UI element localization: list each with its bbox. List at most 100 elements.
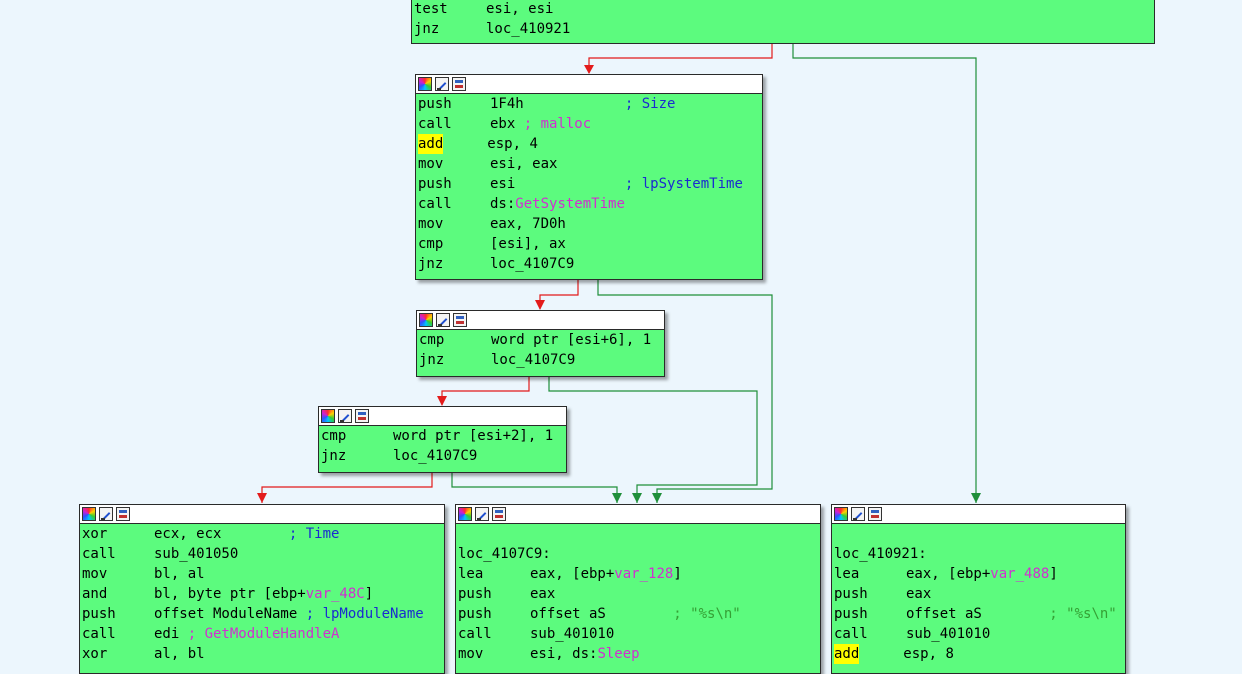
- mnemonic: push: [418, 96, 452, 112]
- blank-line: [458, 524, 820, 544]
- mnemonic: lea: [458, 566, 484, 582]
- rename-icon[interactable]: [338, 409, 352, 423]
- code-label-line: loc_410921:: [834, 544, 1125, 564]
- mnemonic: call: [82, 546, 116, 562]
- code-label: loc_410921:: [834, 546, 927, 562]
- graph-view-icon[interactable]: [868, 507, 882, 521]
- mnemonic: call: [418, 196, 452, 212]
- block-toolbar: [832, 505, 1125, 524]
- instruction-line[interactable]: cmp[esi], ax: [418, 234, 762, 254]
- mnemonic: push: [834, 606, 868, 622]
- operand: eax: [906, 586, 932, 602]
- graph-view-icon[interactable]: [453, 313, 467, 327]
- rename-icon[interactable]: [99, 507, 113, 521]
- operand: al, bl: [154, 646, 205, 662]
- instruction-line[interactable]: cmp word ptr [esi+2], 1: [321, 426, 566, 446]
- mnemonic: jnz: [418, 256, 444, 272]
- block-toolbar: [456, 505, 820, 524]
- mnemonic: call: [82, 626, 116, 642]
- operand: loc_4107C9: [490, 256, 575, 272]
- instruction-line[interactable]: call edi ; GetModuleHandleA: [82, 624, 444, 644]
- mnemonic: cmp: [321, 428, 347, 444]
- operand: esp, 8: [903, 646, 954, 662]
- mnemonic: push: [458, 606, 492, 622]
- stack-variable: var_128: [614, 566, 674, 582]
- color-picker-icon[interactable]: [82, 507, 96, 521]
- color-picker-icon[interactable]: [418, 77, 432, 91]
- color-picker-icon[interactable]: [419, 313, 433, 327]
- rename-icon[interactable]: [435, 77, 449, 91]
- graph-view-icon[interactable]: [452, 77, 466, 91]
- spacer: [524, 96, 625, 112]
- true-branch-arrows: [612, 493, 981, 503]
- graph-view-icon[interactable]: [116, 507, 130, 521]
- rename-icon[interactable]: [475, 507, 489, 521]
- instruction-line[interactable]: add esp, 8: [834, 644, 1125, 664]
- operand: loc_410921: [486, 21, 571, 37]
- mnemonic: add: [418, 134, 444, 154]
- operand: offset aS: [906, 606, 982, 622]
- operand-suffix: ]: [1049, 566, 1058, 582]
- color-picker-icon[interactable]: [834, 507, 848, 521]
- import-comment: ; GetModuleHandleA: [187, 626, 340, 642]
- rename-icon[interactable]: [436, 313, 450, 327]
- operand: loc_4107C9: [491, 352, 576, 368]
- mnemonic: test: [414, 1, 448, 17]
- color-picker-icon[interactable]: [321, 409, 335, 423]
- graph-view-icon[interactable]: [355, 409, 369, 423]
- mnemonic: cmp: [418, 236, 444, 252]
- operand-suffix: ]: [673, 566, 682, 582]
- operand: loc_4107C9: [393, 448, 478, 464]
- operand: esi, ds:: [530, 646, 598, 662]
- graph-view-icon[interactable]: [492, 507, 506, 521]
- operand: word ptr [esi+2], 1: [393, 428, 554, 444]
- operand: edi: [154, 626, 188, 642]
- rename-icon[interactable]: [851, 507, 865, 521]
- operand: offset ModuleName: [154, 606, 306, 622]
- mnemonic: lea: [834, 566, 860, 582]
- block-toolbar: [80, 505, 444, 524]
- operand: offset aS: [530, 606, 606, 622]
- instruction-line[interactable]: jnz loc_4107C9: [418, 254, 762, 274]
- operand: word ptr [esi+6], 1: [491, 332, 652, 348]
- operand: sub_401010: [530, 626, 615, 642]
- mnemonic: add: [834, 644, 860, 664]
- comment: ; Time: [288, 526, 340, 542]
- color-picker-icon[interactable]: [458, 507, 472, 521]
- block-toolbar: [416, 75, 762, 94]
